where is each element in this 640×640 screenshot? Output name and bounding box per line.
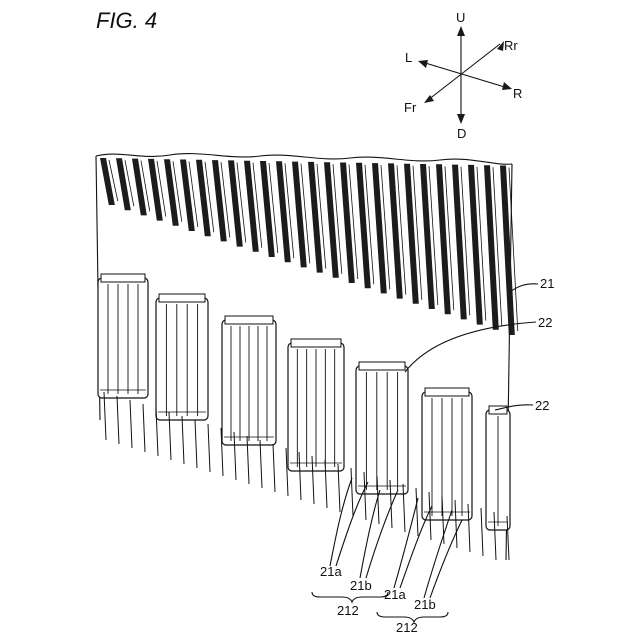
coil-module-cap (101, 274, 145, 282)
ref-label-21b-right: 21b (414, 597, 436, 612)
slot-stripe (436, 164, 451, 314)
slot-stripe (260, 161, 275, 257)
slot-stripe (340, 163, 355, 284)
slot-stripe (452, 165, 467, 320)
slot-stripe (164, 159, 179, 226)
slot-stripe (116, 158, 131, 210)
slot-stripe (324, 162, 339, 278)
slot-stripe (420, 164, 435, 309)
tooth-line (104, 392, 106, 440)
tooth-line (117, 396, 119, 444)
ref-label-21: 21 (540, 276, 554, 291)
slot-stripe (276, 161, 291, 262)
tooth-line (260, 440, 262, 488)
slot-stripe (372, 163, 387, 293)
ref-label-212-right: 212 (396, 620, 418, 635)
slot-stripe (148, 159, 163, 221)
tooth-line (416, 488, 418, 536)
slot-stripe (180, 160, 195, 232)
slot-stripe (292, 162, 307, 268)
compass-label-left: L (405, 50, 412, 65)
tooth-line (195, 420, 197, 468)
tooth-line (208, 424, 210, 472)
slot-stripe (132, 159, 147, 216)
coil-module-body (156, 298, 208, 420)
coil-module-cap (225, 316, 273, 324)
slot-stripe (404, 164, 419, 304)
compass-label-front: Fr (404, 100, 417, 115)
coil-module-cap (489, 406, 507, 414)
slot-stripe (228, 160, 243, 246)
coil-module-cap (291, 339, 341, 347)
direction-compass: U D L R Rr Fr (404, 10, 522, 141)
ref-label-21a-left: 21a (320, 564, 342, 579)
ref-label-22-upper: 22 (538, 315, 552, 330)
ref-label-212-left: 212 (337, 603, 359, 618)
figure-title: FIG. 4 (96, 8, 157, 33)
slot-stripe (388, 163, 403, 298)
ref-label-22-lower: 22 (535, 398, 549, 413)
compass-label-up: U (456, 10, 465, 25)
tooth-line (481, 508, 483, 556)
slot-stripe (196, 160, 211, 236)
coil-module-cap (159, 294, 205, 302)
ref-label-21b-left: 21b (350, 578, 372, 593)
slot-stripe (244, 161, 259, 252)
slot-stripe (308, 162, 323, 273)
coil-module-cap (359, 362, 405, 370)
tooth-line (143, 404, 145, 452)
tooth-line (182, 416, 184, 464)
tooth-line (273, 444, 275, 492)
tooth-line (130, 400, 132, 448)
slot-stripe (500, 166, 515, 336)
slot-stripe (212, 160, 227, 241)
ref-label-21a-right: 21a (384, 587, 406, 602)
slot-stripe (468, 165, 483, 325)
compass-label-right: R (513, 86, 522, 101)
coil-module-body (98, 278, 148, 398)
coil-module-cap (425, 388, 469, 396)
compass-label-down: D (457, 126, 466, 141)
slot-stripe (484, 165, 499, 330)
slot-stripe (100, 158, 115, 205)
slot-stripe (356, 163, 371, 288)
break-line (96, 154, 512, 165)
compass-label-rear: Rr (504, 38, 518, 53)
tooth-line (351, 468, 353, 516)
